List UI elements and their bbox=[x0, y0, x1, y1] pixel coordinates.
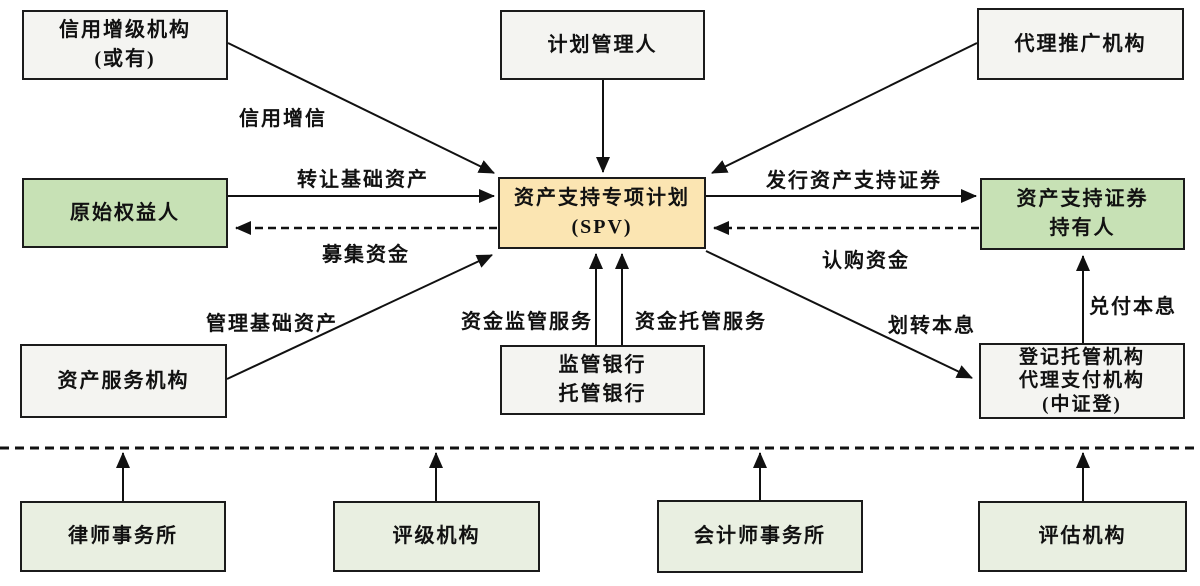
edge-label-issue-abs: 发行资产支持证券 bbox=[766, 170, 942, 192]
edge-label-raise-funds: 募集资金 bbox=[322, 244, 410, 266]
edge-label-fund-supervision: 资金监管服务 bbox=[461, 311, 593, 333]
node-credit-enhancer: 信用增级机构 (或有) bbox=[22, 10, 228, 80]
edge-label-credit-enhancement: 信用增信 bbox=[239, 108, 327, 130]
edge-label-transfer-assets: 转让基础资产 bbox=[297, 169, 429, 191]
edge-label-fund-custody: 资金托管服务 bbox=[635, 311, 767, 333]
edge-label-subscription-funds: 认购资金 bbox=[822, 250, 910, 272]
node-promotion-agent: 代理推广机构 bbox=[977, 8, 1184, 80]
node-abs-holders: 资产支持证券 持有人 bbox=[980, 178, 1185, 250]
arrow-credit-enhancement bbox=[227, 42, 495, 174]
node-asset-servicer: 资产服务机构 bbox=[20, 344, 227, 418]
node-originator: 原始权益人 bbox=[22, 178, 228, 248]
arrow-manage-assets bbox=[226, 254, 493, 380]
node-banks: 监管银行 托管银行 bbox=[500, 345, 705, 415]
node-accounting-firm: 会计师事务所 bbox=[657, 500, 863, 573]
edge-label-transfer-principal-interest: 划转本息 bbox=[888, 315, 976, 337]
arrow-promotion-agent bbox=[711, 42, 978, 174]
node-law-firm: 律师事务所 bbox=[20, 501, 226, 572]
node-spv: 资产支持专项计划 (SPV) bbox=[498, 177, 706, 249]
arrow-transfer-principal-interest bbox=[705, 250, 973, 379]
node-registrar: 登记托管机构 代理支付机构 (中证登) bbox=[979, 343, 1185, 419]
edge-label-pay-principal-interest: 兑付本息 bbox=[1089, 296, 1177, 318]
node-plan-manager: 计划管理人 bbox=[500, 10, 705, 80]
node-appraisal-agency: 评估机构 bbox=[978, 501, 1187, 572]
edge-label-manage-assets: 管理基础资产 bbox=[206, 313, 338, 335]
node-rating-agency: 评级机构 bbox=[333, 501, 540, 572]
